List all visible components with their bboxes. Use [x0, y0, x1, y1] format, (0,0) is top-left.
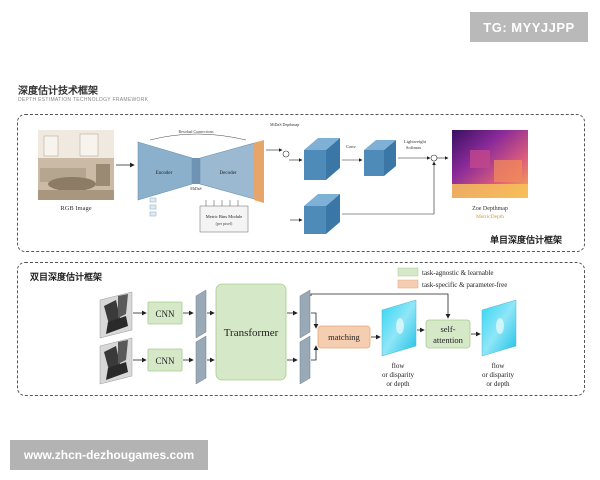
stereo-image-left: [99, 291, 133, 339]
watermark-bottom: www.zhcn-dezhougames.com: [10, 440, 208, 470]
self-attention-label-2: attention: [433, 335, 463, 345]
residual-label: Residual Connections: [179, 129, 214, 134]
encoder-feature-stack: [149, 197, 157, 217]
legend-swatch-green: [397, 267, 419, 277]
legend-swatch-orange: [397, 279, 419, 289]
watermark-top: TG: MYYJJPP: [470, 12, 588, 42]
feature-plane-top-out: [299, 289, 311, 339]
rgb-image: [38, 130, 114, 200]
stereo-panel: [17, 262, 585, 396]
legend-label-orange: task-specific & parameter-free: [422, 281, 507, 289]
self-attention-label-1: self-: [440, 324, 455, 334]
softmax-label: Softmax: [406, 145, 422, 150]
cnn-box-bottom: [147, 348, 183, 372]
matching-label: matching: [328, 332, 360, 342]
legend-label-green: task-agnostic & learnable: [422, 269, 494, 277]
cnn-label-bottom: CNN: [155, 356, 175, 366]
metric-depth-label: MetricDepth: [476, 214, 504, 220]
mono-panel: [17, 114, 585, 252]
transformer-label: Transformer: [224, 327, 279, 339]
output2-flow: flow: [492, 362, 506, 370]
feature-plane-bottom-out: [299, 335, 311, 385]
zoe-depthmap: [452, 130, 528, 198]
mono-panel-label: 单目深度估计框架: [490, 236, 563, 246]
midas-depthmap-label: MiDaS Depthmap: [270, 122, 299, 127]
metric-bins-label: Metric Bins Module: [206, 214, 243, 219]
transformer-block: [215, 283, 287, 381]
feature-plane-top-in: [195, 289, 207, 339]
encoder-label: Encoder: [156, 171, 173, 176]
output2-depth: or depth: [486, 380, 510, 388]
matching-block: [317, 325, 371, 349]
output2-disparity: or disparity: [482, 371, 515, 379]
feature-plane-bottom-in: [195, 335, 207, 385]
concat-node: [282, 150, 290, 158]
metric-bins-module: [199, 200, 249, 233]
decoder-label: Decoder: [220, 171, 237, 176]
zoe-depthmap-label: Zoe Depthmap: [472, 206, 508, 212]
per-pixel-label: (per pixel): [216, 221, 233, 226]
residual-connections: [149, 133, 247, 141]
output1-flow: flow: [392, 362, 406, 370]
feature-cube-2: [304, 194, 340, 234]
conv-label: Conv: [346, 144, 357, 149]
decoder-output-strip: [254, 140, 264, 203]
feature-cube-3: [364, 140, 396, 176]
feature-cube-1: [304, 138, 340, 180]
cnn-label-top: CNN: [155, 309, 175, 319]
bottleneck: [192, 158, 200, 184]
product-node: [430, 154, 438, 162]
stereo-panel-label: 双目深度估计框架: [30, 273, 103, 283]
page-subtitle: DEPTH ESTIMATION TECHNOLOGY FRAMEWORK: [18, 97, 149, 103]
output1-depth: or depth: [386, 380, 410, 388]
rgb-image-label: RGB Image: [60, 205, 91, 212]
page-title: 深度估计技术框架: [18, 86, 98, 97]
output1-disparity: or disparity: [382, 371, 415, 379]
stereo-image-right: [99, 337, 133, 385]
midas-label: MiDaS: [190, 186, 202, 191]
lightweight-label: Lightweight: [404, 139, 427, 144]
cnn-box-top: [147, 301, 183, 325]
self-attention-block: [425, 319, 471, 349]
bypass-connection: [310, 293, 451, 319]
